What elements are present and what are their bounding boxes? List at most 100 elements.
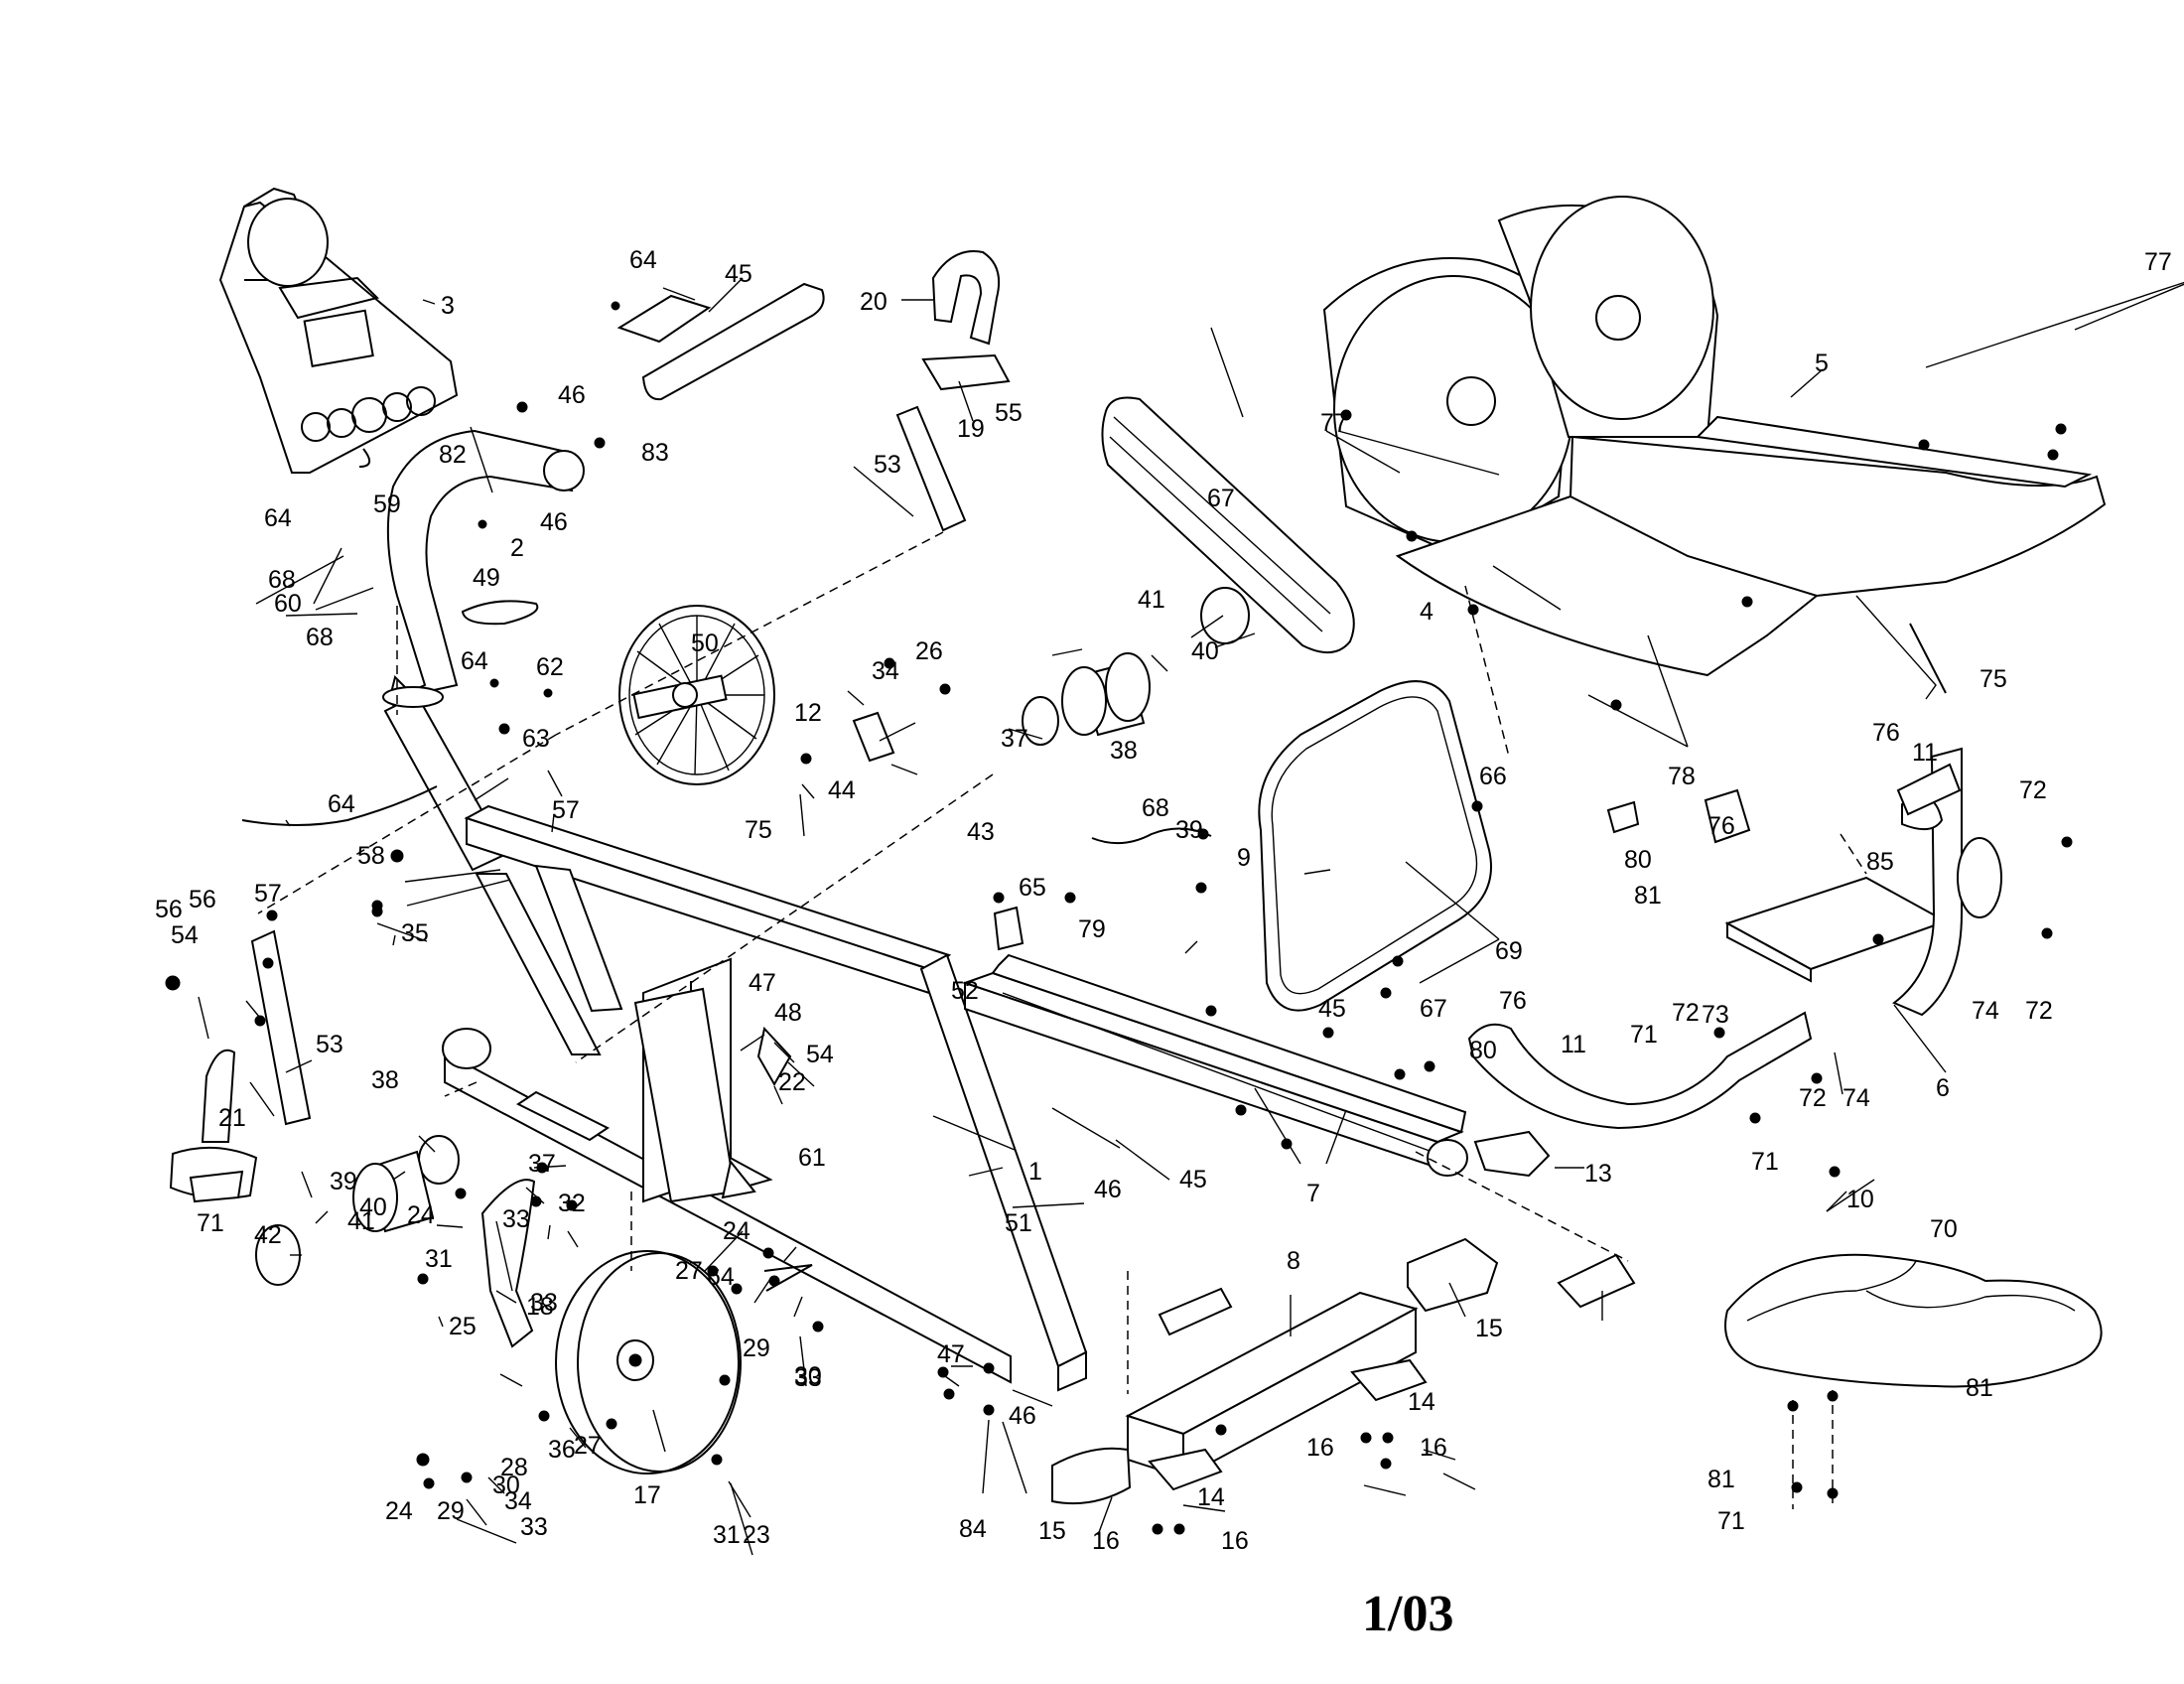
spoked-wheel-icon [618, 605, 775, 785]
callout: 81 [1966, 1374, 1993, 1402]
callout: 40 [359, 1193, 387, 1221]
callout: 15 [1038, 1517, 1066, 1545]
callout: 33 [502, 1205, 530, 1233]
callout: 24 [385, 1497, 413, 1525]
callout: 57 [552, 796, 580, 824]
callout: 68 [1142, 794, 1169, 822]
callout: 64 [328, 790, 355, 818]
callout: 64 [629, 246, 657, 274]
callout: 14 [1408, 1388, 1435, 1416]
callout: 76 [1499, 987, 1527, 1015]
callout: 46 [558, 381, 586, 409]
callout: 49 [473, 564, 500, 592]
callout: 16 [1221, 1527, 1249, 1555]
callout: 35 [401, 919, 429, 947]
callout: 33 [794, 1364, 822, 1392]
callout: 14 [1197, 1483, 1225, 1511]
callout: 69 [1495, 937, 1523, 965]
callout: 64 [707, 1263, 735, 1291]
hardware-icon [165, 301, 2073, 1535]
callout: 55 [995, 399, 1023, 427]
callout: 36 [548, 1436, 576, 1464]
callout: 56 [189, 886, 216, 913]
callout: 84 [959, 1515, 987, 1543]
callout: 71 [1630, 1021, 1658, 1049]
callout: 29 [743, 1334, 770, 1362]
callout: 39 [330, 1168, 357, 1195]
callout: 5 [1815, 350, 1829, 377]
callout: 25 [449, 1313, 477, 1340]
callout: 79 [1078, 915, 1106, 943]
callout: 16 [1092, 1527, 1120, 1555]
callout: 13 [1584, 1160, 1612, 1188]
callout-labels: 1 2 3 4 5 6 7 8 9 10 11 11 12 13 14 14 1… [155, 246, 2172, 1555]
callout: 37 [528, 1150, 556, 1178]
callout: 56 [155, 896, 183, 923]
pulley-icon [255, 587, 1250, 1286]
cable-icon [241, 785, 438, 826]
callout: 9 [1237, 844, 1251, 872]
callout: 61 [798, 1144, 826, 1172]
sensor-cable-icon [1091, 827, 1212, 845]
callout: 41 [347, 1207, 375, 1235]
pedal-icon [169, 250, 1011, 1203]
callout: 38 [1110, 737, 1138, 765]
callout: 19 [957, 415, 985, 443]
callout: 71 [1751, 1148, 1779, 1176]
callout: 52 [951, 977, 979, 1005]
callout: 45 [1179, 1166, 1207, 1193]
callout: 30 [492, 1472, 520, 1499]
callout: 80 [1469, 1037, 1497, 1064]
callout: 81 [1707, 1466, 1735, 1493]
callout: 78 [1668, 763, 1696, 790]
callout: 28 [500, 1454, 528, 1481]
callout: 76 [1872, 719, 1900, 747]
callout: 71 [1717, 1507, 1745, 1535]
callout: 26 [915, 637, 943, 665]
callout: 7 [1306, 1180, 1320, 1207]
callout: 64 [461, 647, 488, 675]
callout: 72 [1672, 999, 1700, 1027]
callout: 72 [1799, 1084, 1827, 1112]
callout: 12 [794, 699, 822, 727]
callout: 81 [1634, 882, 1662, 910]
callout: 75 [1979, 665, 2007, 693]
callout: 45 [1318, 995, 1346, 1023]
callout: 44 [828, 776, 856, 804]
footrest-icon [616, 282, 825, 401]
end-cap-icon [1051, 788, 1751, 1505]
callout: 75 [745, 816, 772, 844]
callout: 76 [1707, 812, 1735, 840]
callout: 20 [860, 288, 887, 316]
callout: 29 [437, 1497, 465, 1525]
callout: 54 [806, 1041, 834, 1068]
callout: 40 [1191, 637, 1219, 665]
callout: 41 [1138, 586, 1165, 614]
callout: 51 [1005, 1209, 1032, 1237]
callout: 31 [713, 1521, 741, 1549]
callout: 77 [1320, 409, 1348, 437]
callout: 65 [1019, 874, 1046, 902]
callout: 58 [357, 842, 385, 870]
callout: 38 [371, 1066, 399, 1094]
callout: 18 [526, 1293, 554, 1321]
callout: 72 [2025, 997, 2053, 1025]
callout: 48 [774, 999, 802, 1027]
callout: 53 [874, 451, 901, 479]
callout: 46 [1009, 1402, 1036, 1430]
callout: 85 [1866, 848, 1894, 876]
callout: 39 [1175, 816, 1203, 844]
callout: 33 [530, 1289, 558, 1317]
callout: 66 [1479, 763, 1507, 790]
bracket-icon [633, 711, 1024, 1203]
callout: 6 [1936, 1074, 1950, 1102]
shroud-right-icon [1497, 196, 2107, 700]
callout: 64 [264, 504, 292, 532]
callout: 80 [1624, 846, 1652, 874]
callout: 21 [218, 1104, 246, 1132]
callout: 33 [520, 1513, 548, 1541]
callout: 68 [268, 566, 296, 594]
callout: 67 [1420, 995, 1447, 1023]
callout: 57 [254, 880, 282, 908]
